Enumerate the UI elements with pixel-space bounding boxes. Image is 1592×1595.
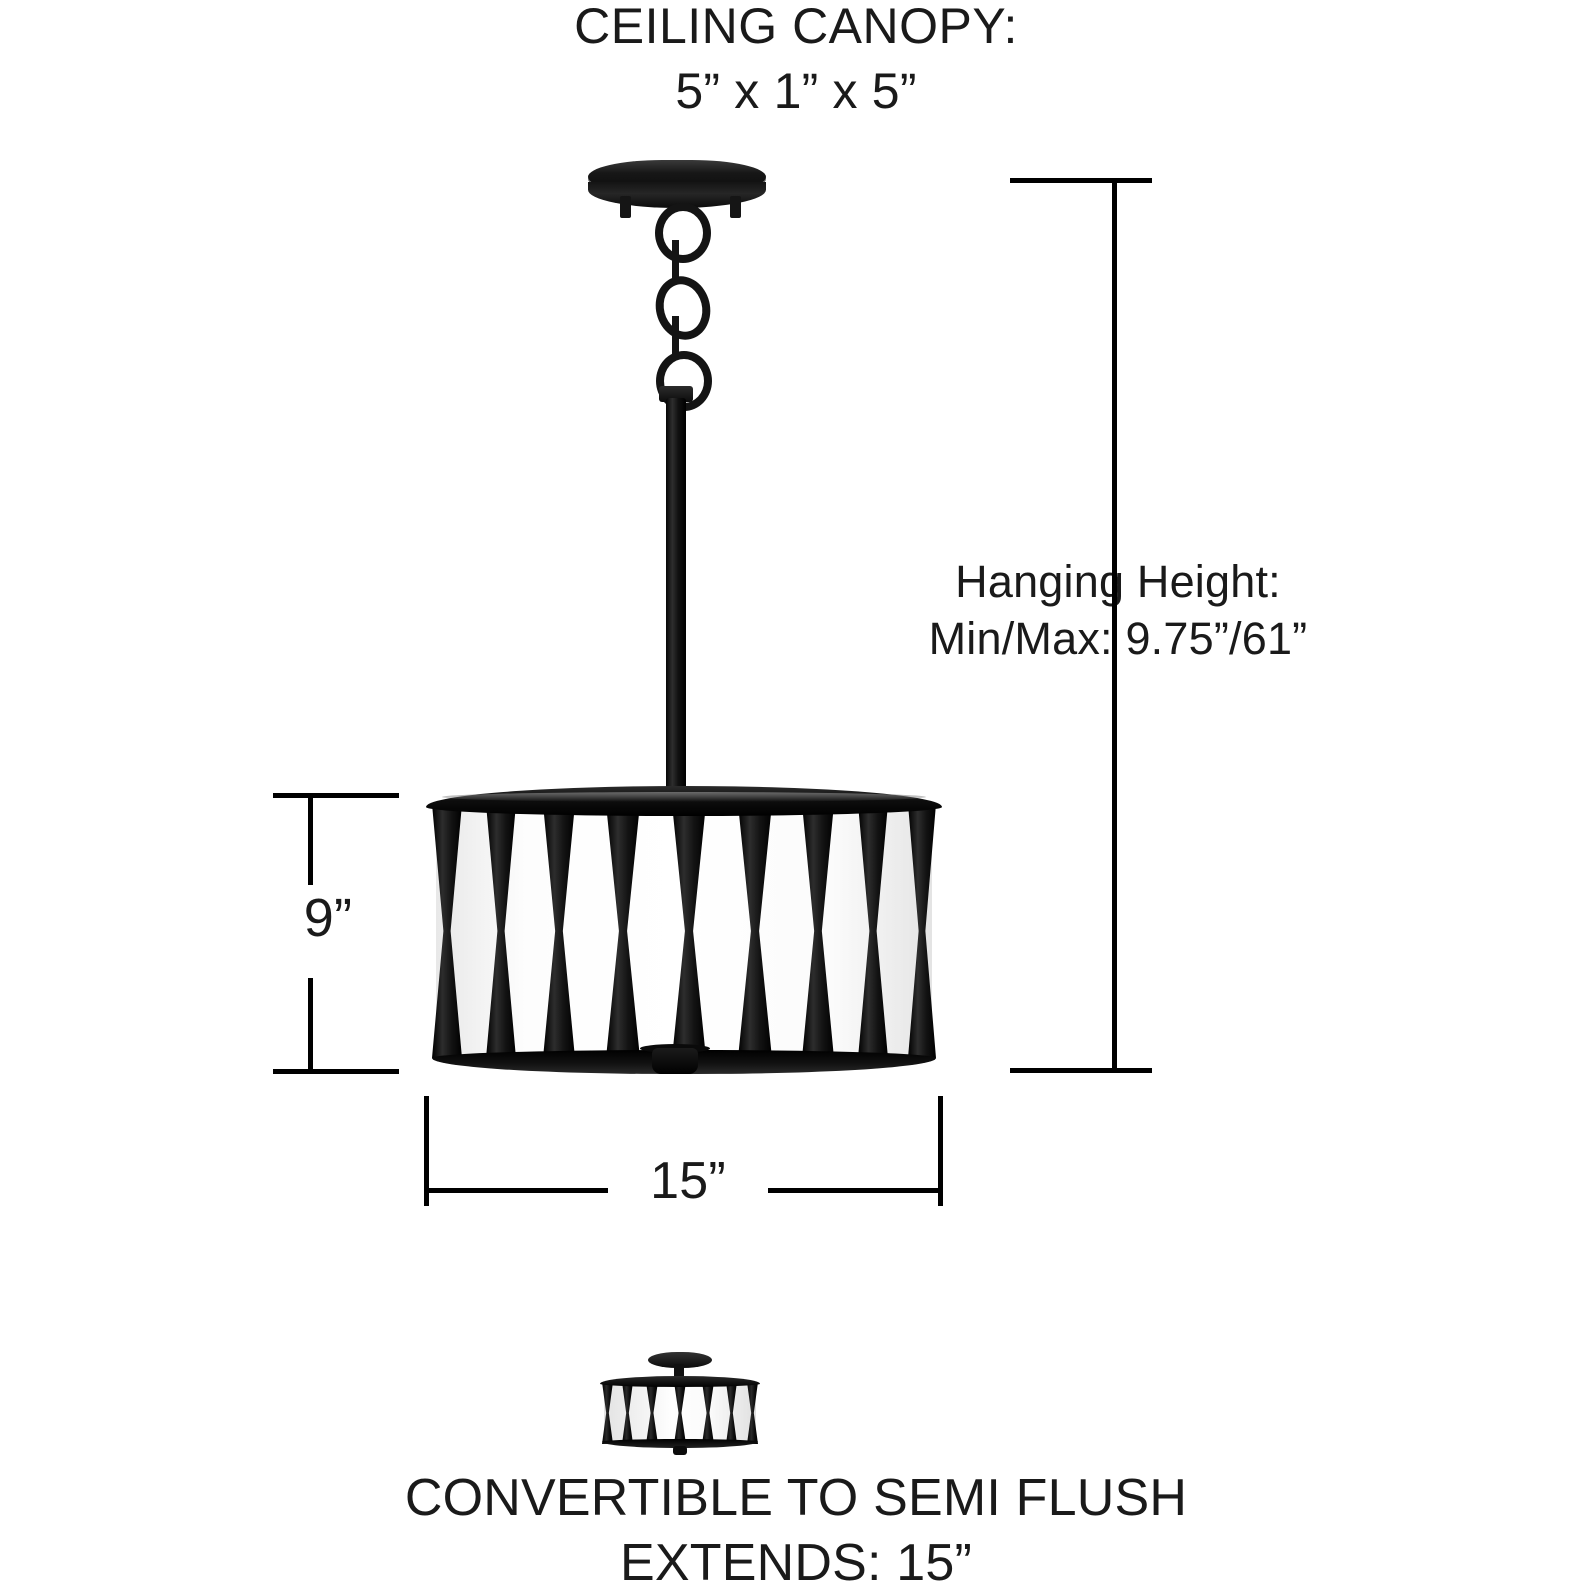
shade-height-line-lower: [308, 978, 313, 1072]
shade-width-right-extension: [938, 1096, 943, 1206]
ceiling-canopy-caption: CEILING CANOPY: 5” x 1” x 5”: [0, 0, 1592, 120]
drum-shade: [426, 786, 942, 1074]
semi-flush-caption-line1: CONVERTIBLE TO SEMI FLUSH: [404, 1469, 1188, 1527]
shade-width-label: 15”: [650, 1152, 726, 1210]
semi-flush-slat: [602, 1382, 613, 1444]
chain-segment-upper: [672, 240, 679, 284]
semi-flush-slat: [726, 1382, 737, 1444]
semi-flush-bottom-rim: [602, 1439, 758, 1448]
hanging-height-caption-line2: Min/Max: 9.75”/61”: [928, 613, 1308, 665]
hanging-height-dimension-line: [1112, 178, 1117, 1073]
semi-flush-slat: [674, 1382, 686, 1444]
canopy-screw-right: [730, 196, 741, 218]
hanging-height-top-tick: [1010, 178, 1152, 183]
semi-flush-top-rim: [600, 1376, 760, 1387]
shade-height-bottom-tick: [273, 1069, 399, 1074]
shade-width-line-left: [424, 1188, 608, 1193]
ceiling-canopy-caption-line1: CEILING CANOPY:: [574, 0, 1018, 54]
semi-flush-fixture-illustration: [600, 1352, 760, 1455]
ceiling-canopy-caption-line2: 5” x 1” x 5”: [675, 63, 917, 119]
semi-flush-finial: [673, 1446, 687, 1455]
shade-height-line-upper: [308, 793, 313, 885]
semi-flush-stem: [674, 1364, 684, 1380]
semi-flush-slat: [747, 1382, 758, 1444]
semi-flush-canopy: [648, 1352, 712, 1368]
shade-top-rim: [426, 786, 942, 816]
semi-flush-caption: CONVERTIBLE TO SEMI FLUSH EXTENDS: 15”: [0, 1468, 1592, 1595]
downrod: [666, 398, 686, 798]
shade-top-rim-highlight: [442, 792, 926, 802]
pendant-fixture-illustration: [426, 160, 942, 1074]
chain-loop-top: [655, 203, 711, 263]
shade-height-label: 9”: [303, 888, 353, 948]
semi-flush-slat: [702, 1382, 714, 1444]
hanging-height-bottom-tick: [1010, 1068, 1152, 1073]
shade-width-left-extension: [424, 1096, 429, 1206]
chain-loop-middle: [649, 270, 717, 346]
semi-flush-shade: [600, 1376, 760, 1455]
canopy-screw-left: [620, 196, 631, 218]
shade-height-top-tick: [273, 793, 399, 798]
hanging-height-caption: Hanging Height: Min/Max: 9.75”/61”: [868, 556, 1368, 665]
chain-segment-lower: [672, 316, 679, 358]
semi-flush-slat: [622, 1382, 633, 1444]
hanging-height-caption-line1: Hanging Height:: [955, 556, 1281, 607]
finial: [652, 1048, 698, 1074]
semi-flush-caption-line2: EXTENDS: 15”: [619, 1534, 973, 1593]
shade-width-line-right: [768, 1188, 940, 1193]
semi-flush-slat: [646, 1382, 658, 1444]
